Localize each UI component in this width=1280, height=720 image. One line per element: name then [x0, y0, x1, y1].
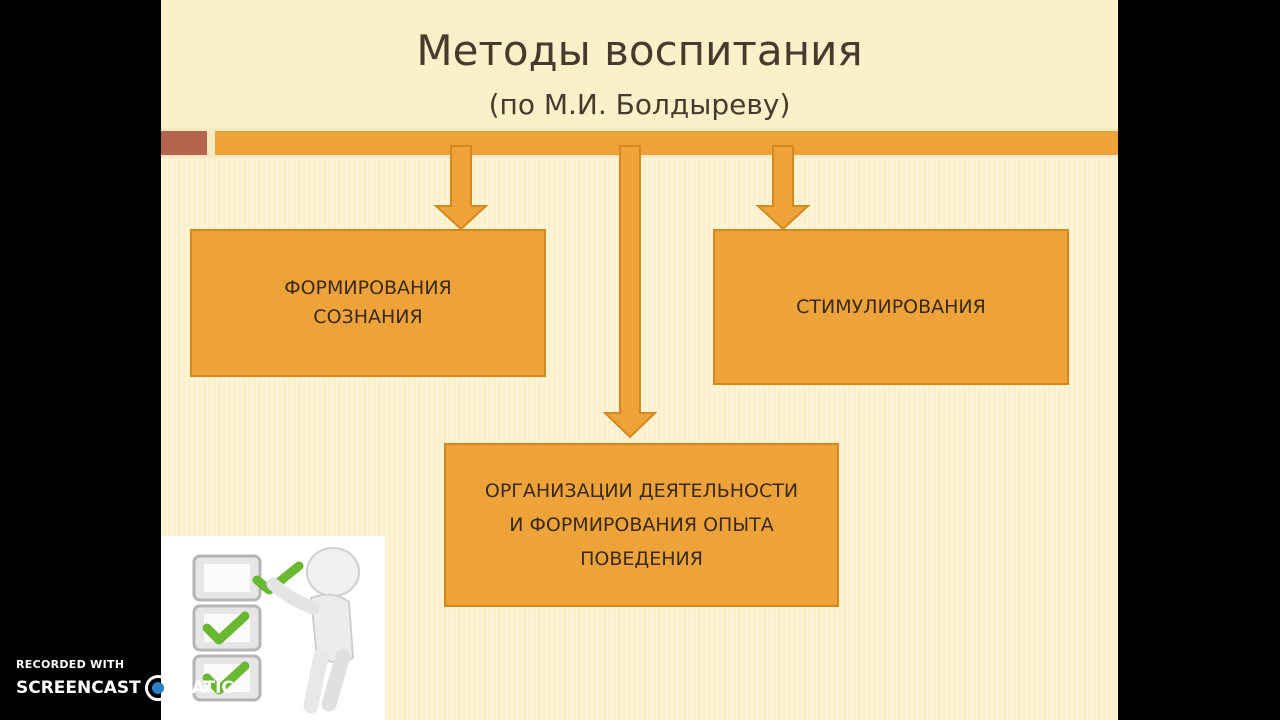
- box-line: СОЗНАНИЯ: [313, 306, 423, 328]
- box-line: ПОВЕДЕНИЯ: [580, 548, 703, 570]
- check-icon: [202, 611, 250, 645]
- check-icon: [202, 661, 250, 695]
- method-box-consciousness: ФОРМИРОВАНИЯ СОЗНАНИЯ: [190, 229, 546, 377]
- method-box-stimulation: СТИМУЛИРОВАНИЯ: [713, 229, 1069, 385]
- arrow-right: [755, 145, 811, 231]
- checklist-figure-image: [161, 536, 385, 720]
- accent-bar-left: [161, 128, 211, 158]
- slide-subtitle: (по М.И. Болдыреву): [488, 88, 791, 121]
- slide-title: Методы воспитания: [416, 26, 863, 75]
- box-line: ФОРМИРОВАНИЯ: [284, 277, 452, 299]
- screencast-watermark: RECORDED WITH SCREENCAST MATIC: [16, 658, 234, 701]
- watermark-brand-left: SCREENCAST: [16, 678, 141, 698]
- box-line: ОРГАНИЗАЦИИ ДЕЯТЕЛЬНОСТИ: [484, 480, 799, 502]
- screencast-logo-icon: [144, 675, 171, 701]
- watermark-brand-right: MATIC: [174, 678, 234, 698]
- connector-arrows: [433, 145, 811, 439]
- slide: Методы воспитания (по М.И. Болдыреву) ФО…: [161, 0, 1118, 720]
- accent-bar-right: [211, 128, 1118, 158]
- box-line: СТИМУЛИРОВАНИЯ: [796, 295, 986, 318]
- watermark-recorded-label: RECORDED WITH: [16, 658, 125, 671]
- header-band: [161, 0, 1118, 128]
- box-line: И ФОРМИРОВАНИЯ ОПЫТА: [509, 514, 774, 536]
- arrow-center: [602, 145, 658, 439]
- check-icon: [252, 561, 304, 595]
- arrow-left: [433, 145, 489, 231]
- method-box-activity: ОРГАНИЗАЦИИ ДЕЯТЕЛЬНОСТИ И ФОРМИРОВАНИЯ …: [444, 443, 839, 607]
